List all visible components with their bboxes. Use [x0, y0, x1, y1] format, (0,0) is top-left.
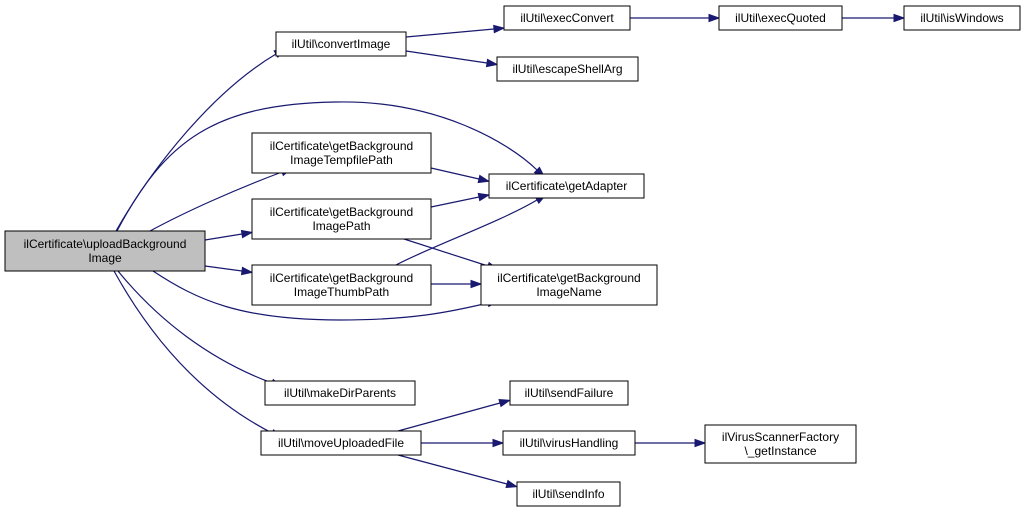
node-virusHandling[interactable]: ilUtil\virusHandling	[502, 430, 636, 456]
arrowhead-upload-to-thumbPath	[240, 266, 254, 276]
node-box-getAdapter	[488, 173, 645, 199]
arrowhead-tempfilePath-to-getAdapter	[477, 174, 491, 184]
arrowhead-convertImage-to-execConvert	[493, 24, 506, 34]
node-label-virusHandling-0: ilUtil\virusHandling	[520, 436, 619, 450]
node-label-thumbPath-0: ilCertificate\getBackground	[270, 271, 413, 285]
edge-imagePath-to-imageName	[403, 238, 489, 267]
node-box-tempfilePath	[251, 132, 432, 174]
node-moveUploadedFile[interactable]: ilUtil\moveUploadedFile	[260, 430, 422, 456]
arrowhead-execConvert-to-execQuoted	[708, 13, 721, 23]
arrowhead-moveUploadedFile-to-sendFailure	[498, 398, 512, 408]
node-sendFailure[interactable]: ilUtil\sendFailure	[509, 380, 629, 406]
node-label-convertImage-0: ilUtil\convertImage	[292, 37, 391, 51]
edge-moveUploadedFile-to-sendFailure	[397, 402, 501, 432]
edge-tempfilePath-to-getAdapter	[430, 167, 480, 180]
node-label-sendFailure-0: ilUtil\sendFailure	[525, 386, 614, 400]
node-box-convertImage	[275, 31, 407, 57]
node-box-moveUploadedFile	[260, 430, 422, 456]
arrowhead-thumbPath-to-imageName	[470, 279, 483, 289]
node-box-execQuoted	[718, 5, 843, 31]
node-sendInfo[interactable]: ilUtil\sendInfo	[516, 481, 621, 507]
edge-upload-to-thumbPath	[204, 265, 243, 272]
node-escapeShellArg[interactable]: ilUtil\escapeShellArg	[496, 56, 639, 82]
node-label-upload-1: Image	[88, 251, 122, 265]
edge-convertImage-to-escapeShellArg	[405, 50, 488, 64]
node-box-thumbPath	[251, 264, 432, 306]
node-label-isWindows-0: ilUtil\isWindows	[920, 11, 1003, 25]
node-box-isWindows	[903, 5, 1021, 31]
node-label-tempfilePath-1: ImageTempfilePath	[290, 153, 393, 167]
node-execConvert[interactable]: ilUtil\execConvert	[503, 5, 631, 31]
node-label-imagePath-0: ilCertificate\getBackground	[270, 205, 413, 219]
node-tempfilePath[interactable]: ilCertificate\getBackgroundImageTempfile…	[251, 132, 432, 174]
node-box-upload	[4, 230, 206, 272]
edge-convertImage-to-execConvert	[405, 28, 495, 38]
node-box-execConvert	[503, 5, 631, 31]
node-isWindows[interactable]: ilUtil\isWindows	[903, 5, 1021, 31]
edge-upload-to-makeDirParents	[117, 270, 273, 384]
node-execQuoted[interactable]: ilUtil\execQuoted	[718, 5, 843, 31]
node-box-virusFactory	[704, 424, 857, 464]
node-label-thumbPath-1: ImageThumbPath	[294, 285, 389, 299]
node-virusFactory[interactable]: ilVirusScannerFactory\_getInstance	[704, 424, 857, 464]
edge-imagePath-to-getAdapter	[430, 196, 480, 208]
node-box-escapeShellArg	[496, 56, 639, 82]
node-label-makeDirParents-0: ilUtil\makeDirParents	[284, 386, 396, 400]
arrowhead-virusHandling-to-virusFactory	[694, 438, 707, 448]
node-label-tempfilePath-0: ilCertificate\getBackground	[270, 139, 413, 153]
node-box-sendFailure	[509, 380, 629, 406]
edge-upload-to-imageName	[152, 270, 489, 321]
node-label-execConvert-0: ilUtil\execConvert	[520, 11, 614, 25]
node-label-execQuoted-0: ilUtil\execQuoted	[735, 11, 826, 25]
node-label-upload-0: ilCertificate\uploadBackground	[24, 237, 187, 251]
node-box-imageName	[480, 264, 658, 306]
node-label-moveUploadedFile-0: ilUtil\moveUploadedFile	[278, 436, 404, 450]
node-box-makeDirParents	[264, 380, 416, 406]
edge-upload-to-getAdapter	[116, 101, 538, 232]
arrowhead-moveUploadedFile-to-virusHandling	[492, 438, 505, 448]
node-label-virusFactory-1: \_getInstance	[744, 444, 816, 458]
arrowhead-upload-to-imagePath	[240, 229, 254, 239]
arrowhead-imagePath-to-getAdapter	[477, 192, 491, 202]
node-box-sendInfo	[516, 481, 621, 507]
arrowhead-moveUploadedFile-to-sendInfo	[505, 479, 519, 489]
node-label-imageName-0: ilCertificate\getBackground	[497, 271, 640, 285]
node-thumbPath[interactable]: ilCertificate\getBackgroundImageThumbPat…	[251, 264, 432, 306]
node-label-virusFactory-0: ilVirusScannerFactory	[722, 430, 839, 444]
node-getAdapter[interactable]: ilCertificate\getAdapter	[488, 173, 645, 199]
edge-moveUploadedFile-to-sendInfo	[397, 454, 508, 485]
node-convertImage[interactable]: ilUtil\convertImage	[275, 31, 407, 57]
edge-upload-to-tempfilePath	[149, 171, 283, 232]
arrowhead-execQuoted-to-isWindows	[893, 13, 906, 23]
node-box-imagePath	[251, 198, 432, 240]
edge-upload-to-imagePath	[204, 233, 243, 241]
node-makeDirParents[interactable]: ilUtil\makeDirParents	[264, 380, 416, 406]
edge-upload-to-moveUploadedFile	[113, 270, 273, 434]
node-label-getAdapter-0: ilCertificate\getAdapter	[506, 179, 627, 193]
edge-thumbPath-to-getAdapter	[395, 199, 538, 266]
arrowhead-convertImage-to-escapeShellArg	[485, 58, 499, 68]
node-label-escapeShellArg-0: ilUtil\escapeShellArg	[512, 62, 622, 76]
node-box-virusHandling	[502, 430, 636, 456]
node-label-imagePath-1: ImagePath	[312, 219, 370, 233]
node-label-imageName-1: ImageName	[536, 285, 602, 299]
node-label-sendInfo-0: ilUtil\sendInfo	[532, 487, 604, 501]
